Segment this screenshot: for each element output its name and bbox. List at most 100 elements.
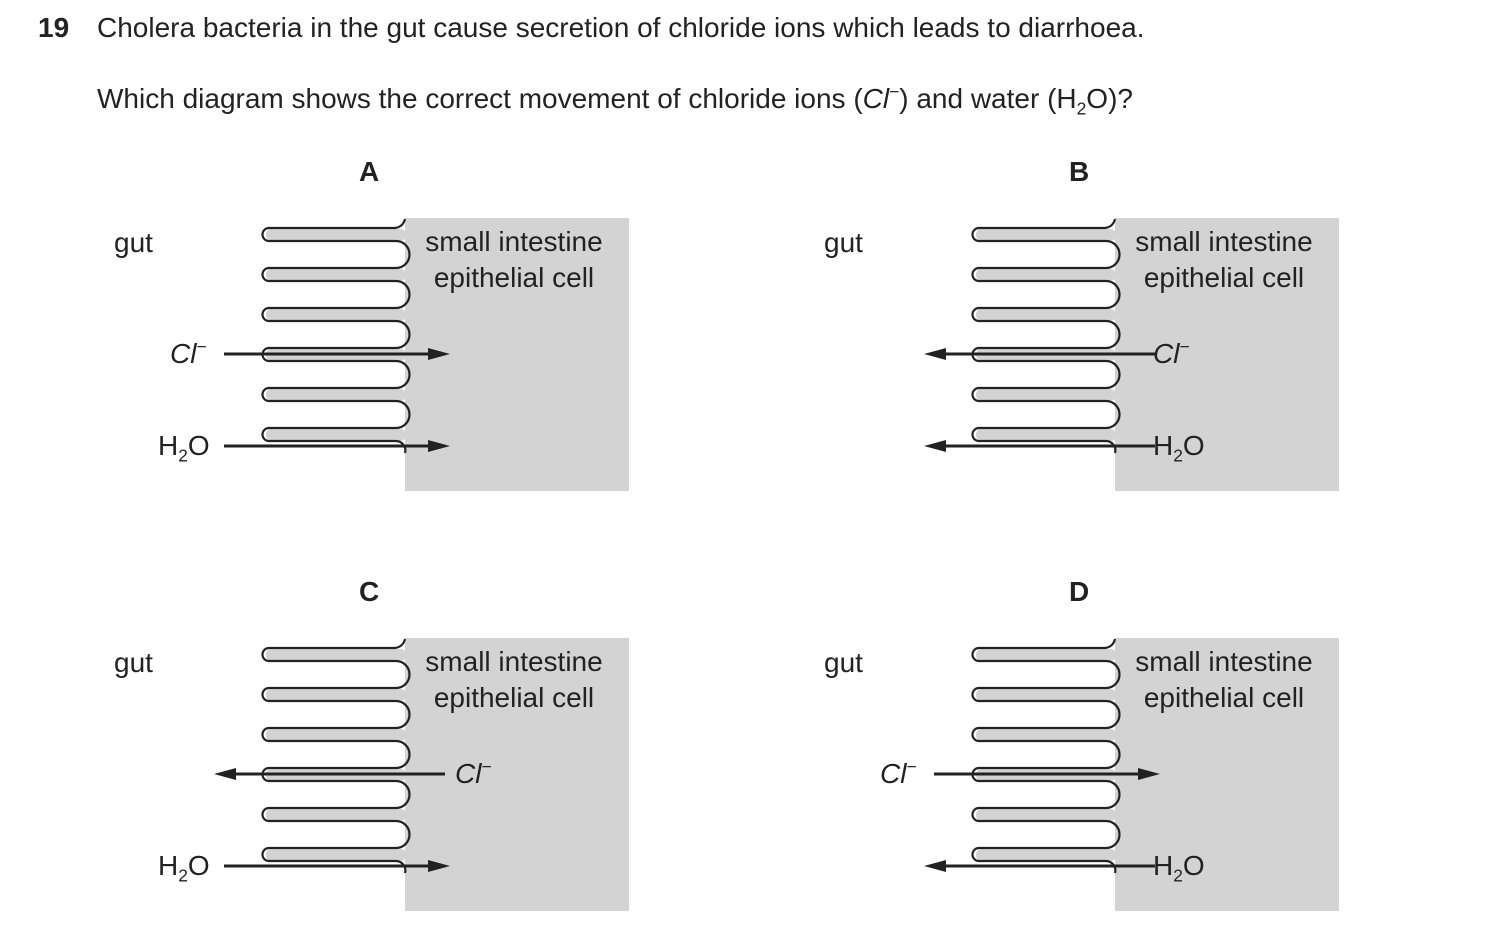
microvillus-fill xyxy=(266,649,406,661)
cell-membrane-microvilli xyxy=(971,638,1121,874)
cl-label: Cl− xyxy=(880,756,917,789)
cl-label: Cl− xyxy=(1153,336,1190,369)
cl-charge: − xyxy=(196,336,207,357)
cl-label: Cl− xyxy=(170,336,207,369)
membrane-diagram xyxy=(224,218,629,491)
cl-symbol: Cl xyxy=(1153,338,1180,369)
microvillus-fill xyxy=(976,729,1116,741)
cell-membrane-microvilli xyxy=(261,638,411,874)
microvillus-fill xyxy=(976,229,1116,241)
h2o-label: H2O xyxy=(158,430,210,465)
chloride-arrow-head xyxy=(924,348,946,360)
water-arrow-head xyxy=(428,440,450,452)
microvillus-fill xyxy=(266,689,406,701)
h2o-sub: 2 xyxy=(178,865,188,886)
microvillus-fill xyxy=(976,309,1116,321)
microvillus-fill xyxy=(266,269,406,281)
cl-label: Cl− xyxy=(455,756,492,789)
microvillus-fill xyxy=(266,229,406,241)
membrane-diagram xyxy=(214,638,629,911)
water-arrow xyxy=(924,860,1155,872)
chloride-arrow xyxy=(224,348,450,360)
option-letter: D xyxy=(1069,576,1090,607)
cell-label-line2: epithelial cell xyxy=(1143,262,1305,293)
cl-symbol: Cl xyxy=(880,758,907,789)
cell-label: small intestine epithelial cell xyxy=(399,224,629,296)
chloride-arrow xyxy=(934,768,1160,780)
option-c-diagram[interactable]: C gut small intestine epithelial cell Cl−… xyxy=(0,420,640,911)
h2o-label: H2O xyxy=(1153,850,1205,885)
h2o-label: H2O xyxy=(158,850,210,885)
water-arrow xyxy=(924,440,1155,452)
cl-symbol: Cl xyxy=(170,338,197,369)
option-letter: C xyxy=(359,576,380,607)
h2o-sub: 2 xyxy=(1173,445,1183,466)
membrane-diagram xyxy=(924,218,1339,491)
chloride-arrow-head xyxy=(214,768,236,780)
water-arrow-head xyxy=(924,860,946,872)
h2o-h: H xyxy=(158,850,179,881)
microvillus-fill xyxy=(976,849,1116,861)
question-number: 19 xyxy=(38,12,70,43)
chloride-arrow xyxy=(924,348,1155,360)
cell-label: small intestine epithelial cell xyxy=(399,644,629,716)
prompt-cl: Cl xyxy=(862,83,890,114)
chloride-arrow xyxy=(214,768,445,780)
microvillus-fill xyxy=(976,429,1116,441)
membrane-diagram xyxy=(924,638,1339,911)
microvillus-fill xyxy=(266,389,406,401)
water-arrow-head xyxy=(428,860,450,872)
microvillus-fill xyxy=(976,389,1116,401)
cell-label-line1: small intestine xyxy=(1135,646,1313,677)
h2o-h: H xyxy=(158,430,179,461)
microvillus-fill xyxy=(976,269,1116,281)
microvillus-fill xyxy=(976,649,1116,661)
option-letter: B xyxy=(1069,156,1090,187)
cl-charge: − xyxy=(906,756,917,777)
cell-membrane-microvilli xyxy=(261,218,411,454)
water-arrow-head xyxy=(924,440,946,452)
question-stem: Cholera bacteria in the gut cause secret… xyxy=(97,12,1145,43)
gut-label: gut xyxy=(114,647,153,678)
cell-label-line2: epithelial cell xyxy=(1143,682,1305,713)
microvillus-fill xyxy=(976,689,1116,701)
h2o-o: O xyxy=(1182,850,1205,881)
cl-charge: − xyxy=(1179,336,1190,357)
cell-membrane-microvilli xyxy=(971,218,1121,454)
cell-label-line1: small intestine xyxy=(425,646,603,677)
microvillus-fill xyxy=(266,849,406,861)
microvillus-fill xyxy=(266,809,406,821)
chloride-arrow-head xyxy=(1138,768,1160,780)
option-letter: A xyxy=(359,156,380,187)
water-arrow xyxy=(224,440,450,452)
prompt-sub: 2 xyxy=(1076,98,1087,119)
microvillus-fill xyxy=(266,309,406,321)
cl-symbol: Cl xyxy=(455,758,482,789)
microvillus-fill xyxy=(976,809,1116,821)
cell-label-line1: small intestine xyxy=(425,226,603,257)
microvillus-fill xyxy=(266,729,406,741)
h2o-o: O xyxy=(1182,430,1205,461)
option-a-diagram[interactable]: A gut small intestine epithelial cell Cl−… xyxy=(0,0,640,491)
prompt-mid: ) and water (H xyxy=(899,83,1077,114)
prompt-after: O)? xyxy=(1086,83,1133,114)
question-prompt: Which diagram shows the correct movement… xyxy=(97,83,1133,117)
gut-label: gut xyxy=(114,227,153,258)
h2o-o: O xyxy=(187,430,210,461)
cl-charge: − xyxy=(481,756,492,777)
h2o-label: H2O xyxy=(1153,430,1205,465)
h2o-h: H xyxy=(1153,430,1174,461)
chloride-arrow-head xyxy=(428,348,450,360)
cell-label-line2: epithelial cell xyxy=(433,682,595,713)
water-arrow xyxy=(224,860,450,872)
cell-label-line2: epithelial cell xyxy=(433,262,595,293)
gut-label: gut xyxy=(824,227,863,258)
h2o-o: O xyxy=(187,850,210,881)
h2o-sub: 2 xyxy=(178,445,188,466)
microvillus-fill xyxy=(266,429,406,441)
prompt-before: Which diagram shows the correct movement… xyxy=(97,83,863,114)
h2o-h: H xyxy=(1153,850,1174,881)
